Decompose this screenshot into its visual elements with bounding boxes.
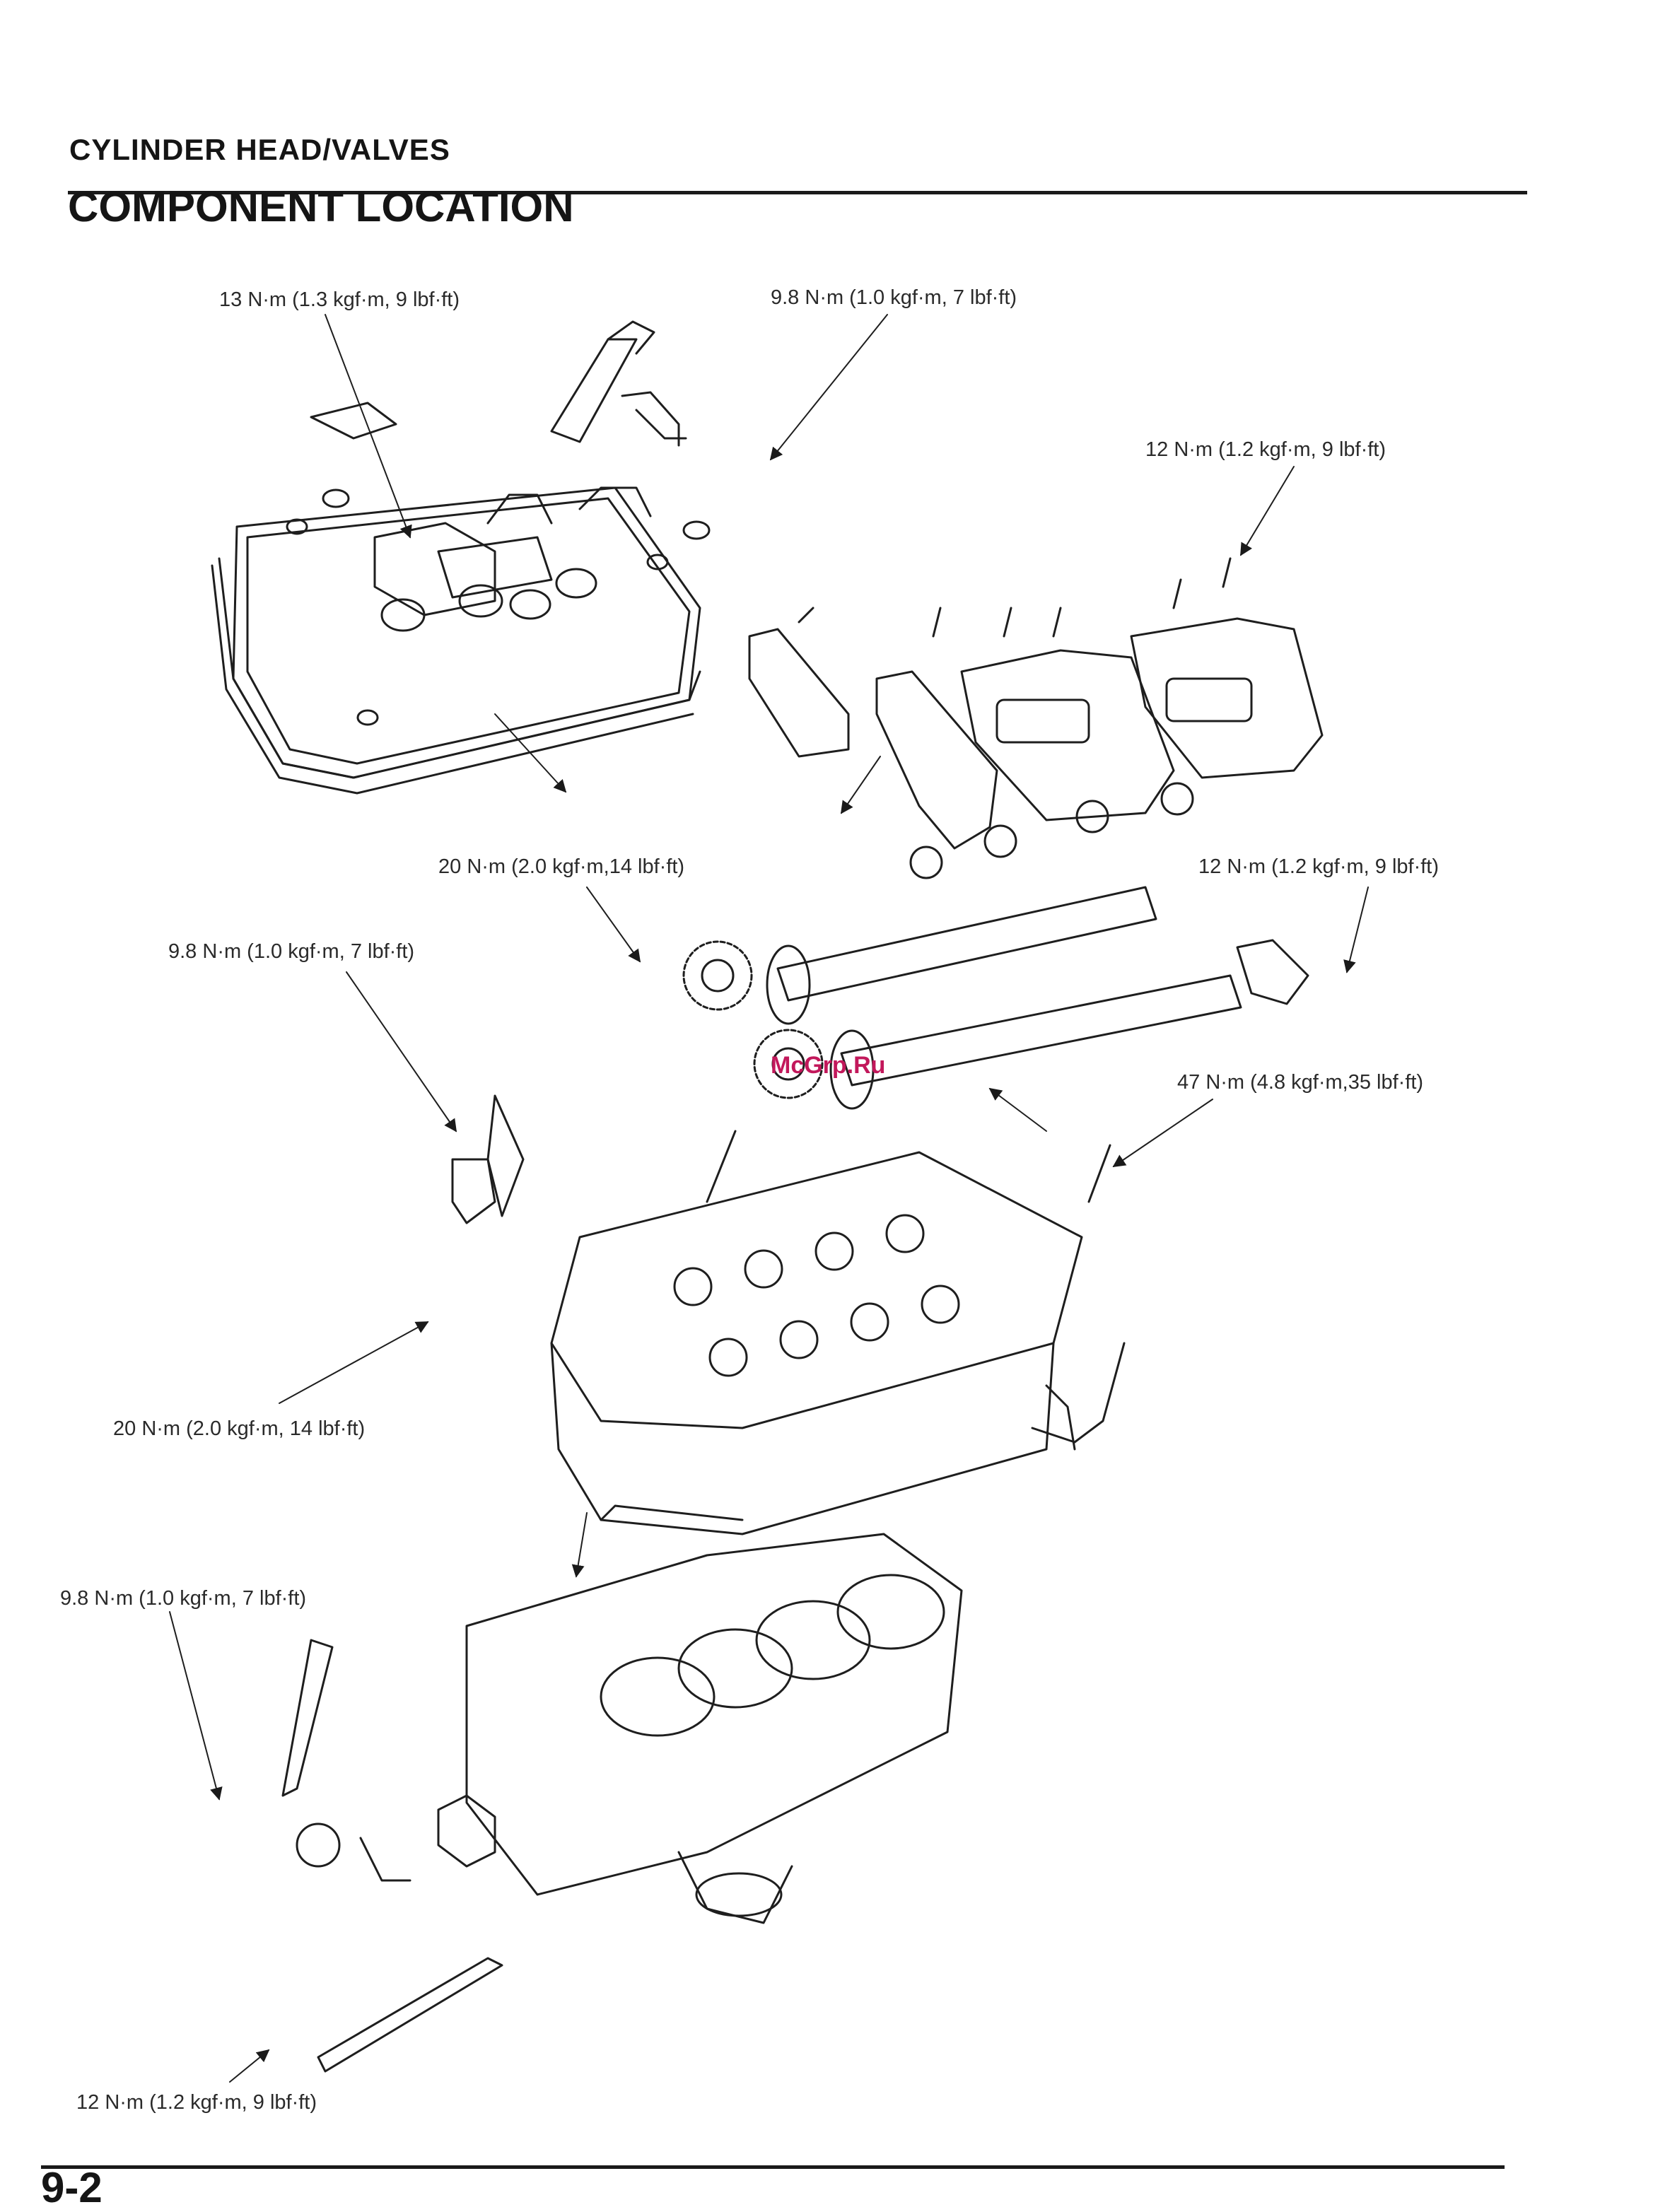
ignition-coil [550,320,687,447]
page-heading: COMPONENT LOCATION [68,183,574,230]
leader-lines [169,314,1369,2083]
torque-label-coil-bolt: 9.8 N·m (1.0 kgf·m, 7 lbf·ft) [771,286,1017,309]
footer-rule [41,2165,1505,2169]
torque-label-lower-guide-bolt: 12 N·m (1.2 kgf·m, 9 lbf·ft) [76,2091,317,2114]
cylinder-head [486,1094,1126,1535]
watermark: McGrp.Ru [771,1052,886,1079]
header-rule [68,191,1527,194]
cam-chain-guides [281,1158,1076,2073]
section-title: CYLINDER HEAD/VALVES [69,133,450,166]
torque-label-head-side-bolt: 20 N·m (2.0 kgf·m, 14 lbf·ft) [113,1417,366,1440]
torque-label-cover-bolt: 13 N·m (1.3 kgf·m, 9 lbf·ft) [219,288,460,311]
torque-label-head-bolt: 47 N·m (4.8 kgf·m,35 lbf·ft) [1177,1071,1424,1094]
camshafts [682,886,1309,1110]
camshaft-holders [748,557,1324,879]
cylinder-block [437,1533,963,1924]
torque-label-sprocket-bolt: 20 N·m (2.0 kgf·m,14 lbf·ft) [438,855,685,878]
torque-label-tensioner-bolt: 9.8 N·m (1.0 kgf·m, 7 lbf·ft) [168,940,415,963]
cylinder-head-cover [211,402,711,795]
torque-label-camshaft-bolt: 12 N·m (1.2 kgf·m, 9 lbf·ft) [1198,855,1440,878]
torque-label-holder-bolt: 12 N·m (1.2 kgf·m, 9 lbf·ft) [1145,438,1386,461]
torque-label-guide-bolt: 9.8 N·m (1.0 kgf·m, 7 lbf·ft) [60,1587,307,1610]
page-number: 9-2 [41,2164,103,2211]
